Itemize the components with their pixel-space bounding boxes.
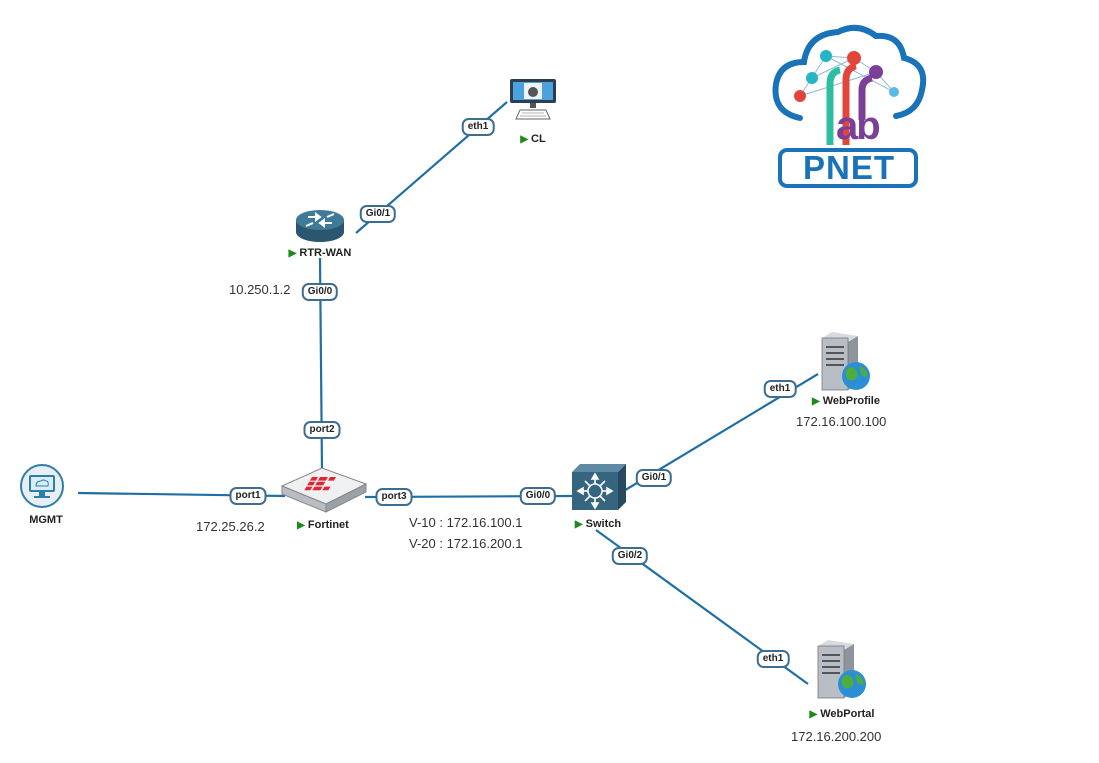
logo-text: PNET — [802, 149, 895, 186]
port-label[interactable]: Gi0/1 — [635, 469, 673, 487]
node-name-text: WebProfile — [822, 395, 880, 407]
node-name-text: RTR-WAN — [299, 247, 352, 259]
node-name-text: Fortinet — [307, 519, 349, 531]
router-icon[interactable] — [296, 210, 344, 242]
server-icon[interactable] — [821, 332, 870, 391]
node-name-text: WebPortal — [820, 708, 875, 720]
port-label[interactable]: Gi0/0 — [519, 487, 557, 505]
node-label-fortinet[interactable]: ▶Fortinet — [297, 519, 349, 531]
running-icon: ▶ — [812, 396, 820, 407]
running-icon: ▶ — [297, 520, 305, 531]
running-icon: ▶ — [574, 519, 583, 530]
switch-icon[interactable] — [572, 464, 626, 510]
port-label[interactable]: port2 — [303, 421, 341, 439]
node-label-mgmt[interactable]: MGMT — [29, 514, 63, 526]
firewall-icon[interactable] — [280, 467, 368, 513]
port-label[interactable]: port3 — [375, 488, 413, 506]
running-icon: ▶ — [520, 134, 529, 145]
port-label[interactable]: eth1 — [756, 650, 790, 668]
running-icon: ▶ — [288, 248, 297, 259]
ip-label-vlan10: V-10 : 172.16.100.1 — [409, 515, 523, 530]
node-name-text: Switch — [585, 518, 622, 530]
ip-label-fortinet: 172.25.26.2 — [196, 519, 265, 534]
port-label[interactable]: Gi0/0 — [301, 283, 339, 301]
node-label-webportal[interactable]: ▶WebPortal — [810, 708, 875, 720]
node-label-switch[interactable]: ▶Switch — [575, 518, 621, 530]
ip-label-webprofile: 172.16.100.100 — [796, 414, 887, 429]
node-name-text: MGMT — [29, 514, 63, 526]
ip-label-rtr-wan: 10.250.1.2 — [229, 282, 291, 297]
server-icon[interactable] — [817, 640, 866, 699]
node-name-text: CL — [531, 133, 546, 145]
node-label-webprofile[interactable]: ▶WebProfile — [812, 395, 880, 407]
cloud-icon[interactable] — [20, 464, 64, 508]
port-label[interactable]: eth1 — [461, 118, 495, 136]
node-label-cl[interactable]: ▶CL — [520, 133, 545, 145]
logo-sub-text: ab — [836, 104, 881, 148]
ip-label-vlan20: V-20 : 172.16.200.1 — [409, 536, 523, 551]
node-label-rtr-wan[interactable]: ▶RTR-WAN — [289, 247, 352, 259]
port-label[interactable]: eth1 — [763, 380, 797, 398]
desktop-icon[interactable] — [510, 79, 556, 120]
port-label[interactable]: Gi0/2 — [611, 547, 649, 565]
port-label[interactable]: Gi0/1 — [359, 205, 397, 223]
port-label[interactable]: port1 — [229, 487, 267, 505]
running-icon: ▶ — [809, 709, 818, 720]
pnet-logo — [772, 24, 927, 188]
ip-label-webportal: 172.16.200.200 — [791, 729, 882, 744]
